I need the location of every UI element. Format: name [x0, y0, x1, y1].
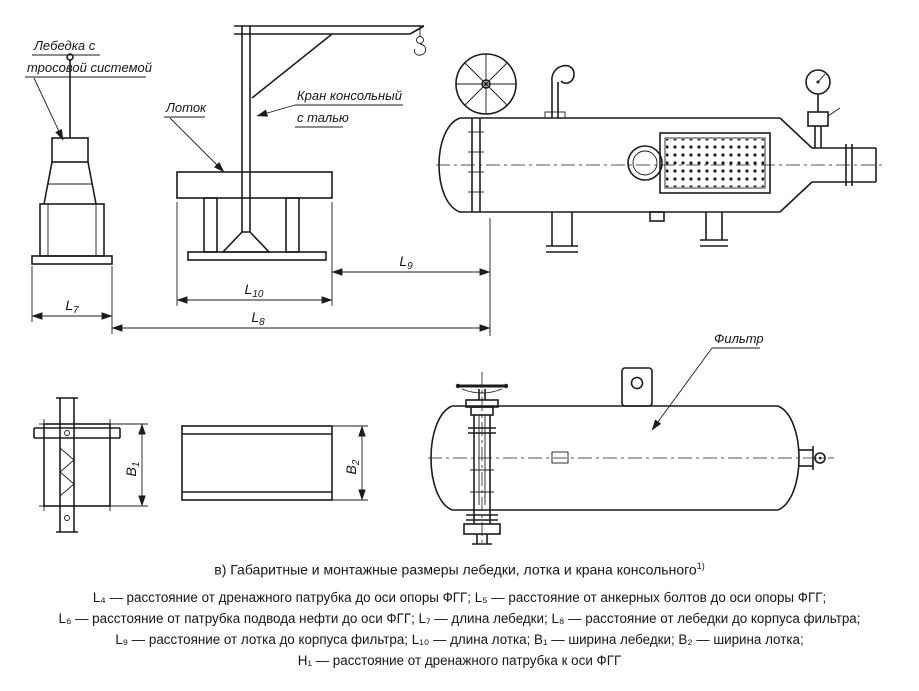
crane-hook-icon	[413, 43, 427, 56]
tray-top-view	[181, 425, 333, 501]
tray-callout: Лоток	[164, 100, 225, 173]
crane-label-line1: Кран консольный	[297, 88, 402, 103]
manhole-flange	[627, 145, 663, 181]
crane-pulley-icon	[416, 36, 424, 44]
bottom-nozzles	[546, 211, 728, 253]
pressure-gauge	[805, 69, 841, 148]
perforated-basket	[659, 132, 771, 194]
cantilever-crane-view	[234, 25, 427, 232]
winch-cross-view	[33, 397, 121, 533]
winch-front-view	[31, 53, 113, 265]
tray-leader-line	[169, 117, 225, 173]
winch-label-line1: Лебедка с	[33, 38, 96, 53]
caption-superscript: 1)	[696, 561, 705, 571]
dim-label-L8: L8	[251, 309, 265, 328]
dim-label-B1: B1	[123, 462, 142, 477]
winch-leader-line	[33, 77, 64, 141]
filter-callout: Фильтр	[651, 331, 764, 431]
dim-label-L9: L9	[399, 253, 413, 272]
filter-detail-view	[436, 53, 884, 253]
crane-base-foot	[221, 231, 271, 253]
outlet-nozzle	[799, 446, 826, 470]
dimension-B2: B2	[332, 425, 368, 501]
tray-label: Лоток	[165, 100, 207, 115]
dimension-drawing: Лебедка с тросовой системой Кран консоль…	[25, 25, 884, 546]
legend-line-2: L₆ — расстояние от патрубка подвода нефт…	[58, 610, 861, 626]
vent-hook-pipe	[544, 64, 575, 119]
lifting-bracket	[621, 367, 653, 407]
tray-elevation-view	[176, 171, 333, 261]
corner-marks	[39, 419, 115, 511]
closure-flange	[468, 118, 484, 212]
winch-callout: Лебедка с тросовой системой	[25, 38, 152, 141]
crane-leader-line	[256, 104, 296, 117]
dim-label-B2: B2	[343, 459, 362, 474]
dimension-L10: L10	[176, 202, 333, 306]
dimension-L8: L8	[111, 218, 491, 336]
winch-label-line2: тросовой системой	[27, 60, 152, 75]
closure-handwheel-icon	[455, 53, 517, 115]
filter-label: Фильтр	[714, 331, 764, 346]
dimension-legend: L₄ — расстояние от дренажного патрубка д…	[0, 587, 919, 671]
legend-line-3: L₉ — расстояние от лотка до корпуса филь…	[115, 631, 804, 647]
crane-callout: Кран консольный с талью	[256, 88, 403, 128]
dim-label-L7: L7	[65, 297, 79, 316]
caption-text: в) Габаритные и монтажные размеры лебедк…	[214, 561, 697, 578]
dimension-L9: L9	[331, 253, 491, 276]
filter-leader-line	[651, 347, 713, 431]
figure-caption: в) Габаритные и монтажные размеры лебедк…	[0, 561, 919, 578]
dimension-B1: B1	[110, 423, 148, 507]
crane-label-line2: с талью	[297, 110, 349, 125]
dimension-L7: L7	[31, 266, 113, 334]
dim-label-L10: L10	[245, 281, 264, 300]
nameplate	[551, 451, 569, 464]
filter-side-view	[428, 367, 834, 546]
drain-valve-assembly	[455, 383, 509, 545]
legend-line-4: H₁ — расстояние от дренажного патрубка к…	[297, 652, 622, 668]
legend-line-1: L₄ — расстояние от дренажного патрубка д…	[92, 589, 827, 605]
